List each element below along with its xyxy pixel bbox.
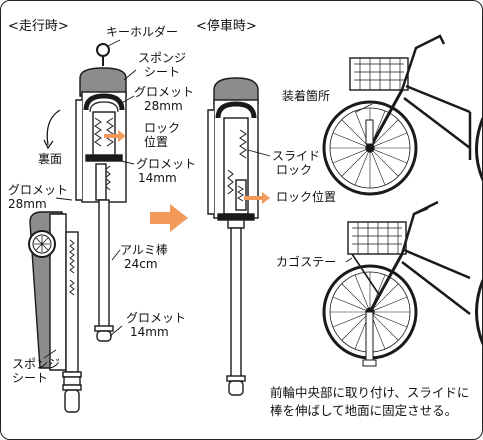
grommet-14-lower-label-line2: 14mm [130, 325, 169, 339]
lock-position-label-line2: 位置 [144, 135, 169, 149]
riding-stand-illustration [43, 43, 127, 342]
parking-lock-position-label: ロック位置 [276, 190, 337, 204]
bicycle-parked-illustration [322, 200, 483, 367]
keyholder-label: キーホルダー [106, 25, 179, 39]
slide-lock-label-line1: スライド [272, 149, 321, 163]
leader-lines [43, 39, 373, 359]
back-side-illustration [28, 211, 82, 413]
aluminum-rod-label-line1: アルミ棒 [120, 243, 168, 257]
sponge-lower-label-line1: スポンジ [12, 357, 61, 371]
slide-lock-label-line2: ロック [276, 163, 313, 177]
transition-arrow [150, 204, 188, 232]
bicycle-mount-illustration [322, 34, 483, 196]
sponge-top-label-line1: スポンジ [138, 51, 187, 65]
parking-lock-arrow [244, 192, 270, 204]
parking-stand-illustration [207, 77, 259, 396]
sponge-top-label-line2: シート [144, 65, 181, 79]
mount-point-label: 装着箇所 [282, 89, 331, 103]
section-parking-label: <停車時> [196, 19, 257, 34]
grommet-28-label-line1: グロメット [134, 85, 195, 99]
section-riding-label: <走行時> [8, 19, 69, 34]
instruction-note-line1: 前輪中央部に取り付け、スライドに [270, 385, 470, 400]
grommet-14-label-line1: グロメット [136, 157, 197, 171]
aluminum-rod-label-line2: 24cm [124, 257, 158, 271]
basket-stay-label: カゴステー [276, 255, 337, 269]
lock-position-label-line1: ロック [144, 121, 181, 135]
back-side-label: 裏面 [38, 152, 63, 166]
grommet-14-label-line2: 14mm [138, 171, 177, 185]
grommet-28-label-line2: 28mm [144, 99, 183, 113]
grommet-28-left-label-line2: 28mm [8, 197, 47, 211]
grommet-14-lower-label-line1: グロメット [126, 311, 187, 325]
lock-position-arrow [104, 130, 126, 142]
sponge-lower-label-line2: シート [12, 371, 49, 385]
grommet-28-left-label-line1: グロメット [8, 183, 69, 197]
instruction-note-line2: 棒を伸ばして地面に固定させる。 [270, 403, 458, 418]
